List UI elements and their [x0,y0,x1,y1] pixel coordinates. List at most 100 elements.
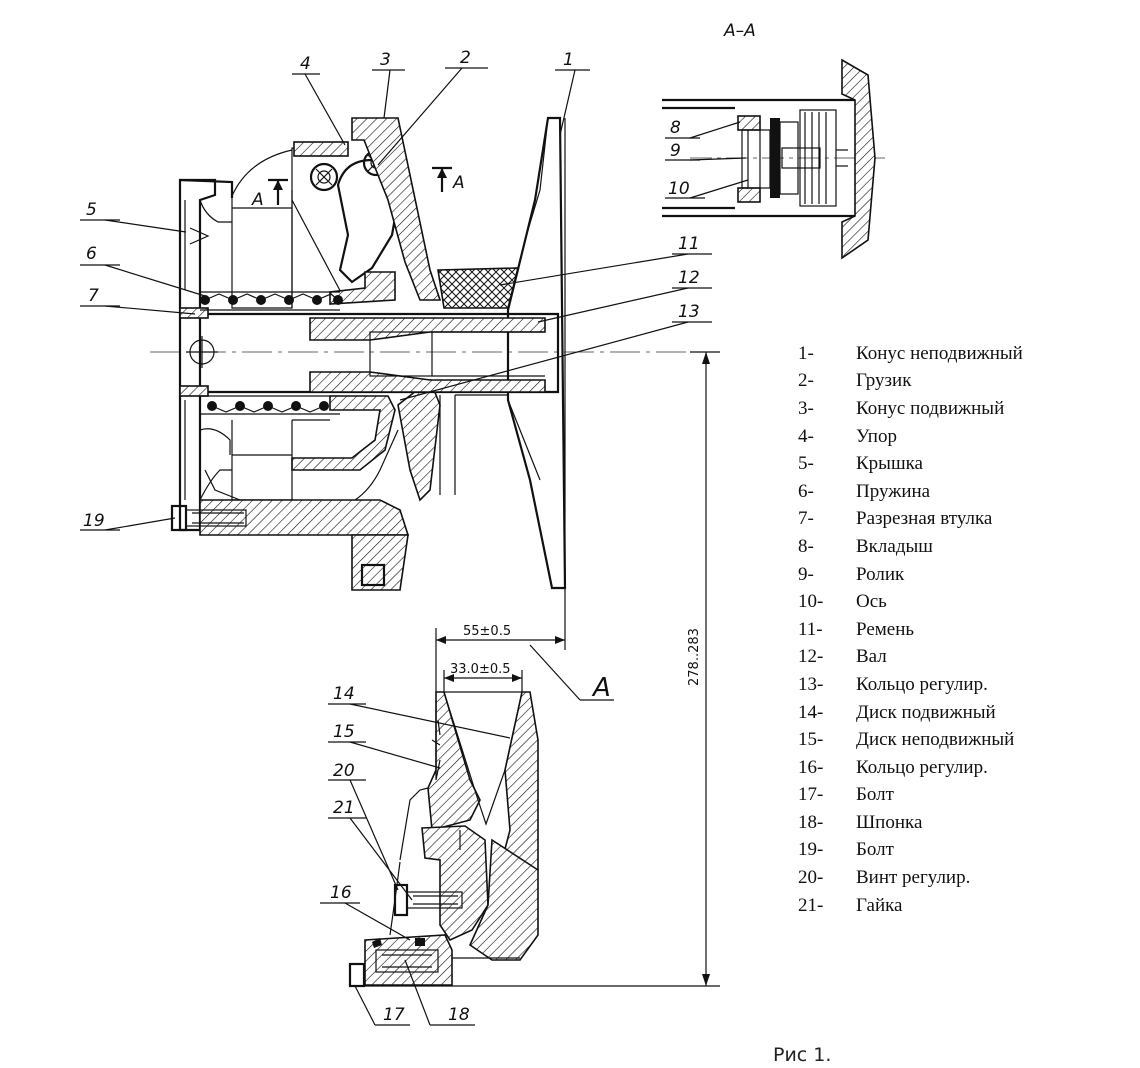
legend-item: 15- Диск неподвижный [798,726,1098,754]
legend-num: 8- [798,535,814,557]
legend-item: 12- Вал [798,644,1098,672]
dim-width-inner: 33.0±0.5 [450,662,511,677]
legend-num: 14- [798,701,824,723]
callout-3: 3 [380,50,391,70]
dim-width-outer: 55±0.5 [463,624,511,639]
spring-upper [200,291,343,311]
legend-text: Пружина [856,480,931,502]
legend-text: Конус подвижный [856,397,1005,419]
legend-item: 13- Кольцо регулир. [798,671,1098,699]
legend-item: 18- Шпонка [798,809,1098,837]
drive-pulley: A A [150,116,720,650]
legend-num: 21- [798,894,824,916]
legend-item: 9- Ролик [798,561,1098,589]
legend-num: 11- [798,618,823,640]
legend-text: Упор [856,425,897,447]
callout-4: 4 [300,54,311,74]
section-title: A–A [723,21,756,41]
legend-item: 11- Ремень [798,616,1098,644]
callout-17: 17 [383,1005,405,1025]
callout-6: 6 [86,244,97,264]
callout-leaders: 1 2 3 4 5 6 7 8 9 10 [80,48,749,1026]
callout-12: 12 [678,268,700,288]
legend-num: 20- [798,867,824,889]
callout-9: 9 [670,141,681,161]
legend-text: Кольцо регулир. [856,673,988,695]
legend-num: 5- [798,453,814,475]
section-mark-right: A [452,173,465,193]
legend-text: Крышка [856,453,923,475]
figure-caption: Рис 1. [773,1044,831,1066]
legend-text: Разрезная втулка [856,508,993,530]
legend-item: 1- Конус неподвижный [798,340,1098,368]
legend-item: 8- Вкладыш [798,533,1098,561]
dimension-lines: 55±0.5 33.0±0.5 278..283 A [435,351,720,986]
legend-num: 12- [798,646,824,668]
callout-10: 10 [668,179,690,199]
legend-item: 3- Конус подвижный [798,395,1098,423]
legend-text: Ролик [856,563,905,585]
legend-text: Шпонка [856,811,923,833]
legend-item: 7- Разрезная втулка [798,506,1098,534]
legend-num: 16- [798,756,824,778]
legend-text: Конус неподвижный [856,342,1023,364]
legend-text: Диск подвижный [856,701,996,723]
legend-num: 17- [798,784,824,806]
legend-num: 18- [798,811,824,833]
callout-21: 21 [333,798,355,818]
legend-num: 13- [798,673,824,695]
driven-pulley [348,691,720,988]
callout-11: 11 [678,234,700,254]
legend-num: 2- [798,370,814,392]
legend-text: Болт [856,784,894,806]
legend-num: 7- [798,508,814,530]
legend-text: Гайка [856,894,903,916]
legend-item: 6- Пружина [798,478,1098,506]
callout-1: 1 [563,50,574,70]
legend-text: Грузик [856,370,912,392]
legend-item: 4- Упор [798,423,1098,451]
legend-text: Кольцо регулир. [856,756,988,778]
callout-8: 8 [670,118,681,138]
legend-item: 20- Винт регулир. [798,864,1098,892]
legend-num: 19- [798,839,824,861]
callout-7: 7 [88,286,99,306]
legend-num: 6- [798,480,814,502]
parts-legend: 1- Конус неподвижный 2- Грузик 3- Конус под… [798,340,1098,919]
legend-text: Ось [856,591,887,613]
legend-item: 17- Болт [798,782,1098,810]
section-mark-left: A [251,190,264,210]
section-a-a-view: A–A [662,21,885,260]
legend-text: Ремень [856,618,915,640]
callout-18: 18 [448,1005,470,1025]
callout-13: 13 [678,302,700,322]
legend-text: Вкладыш [856,535,933,557]
callout-19: 19 [83,511,105,531]
callout-20: 20 [333,761,355,781]
legend-item: 16- Кольцо регулир. [798,754,1098,782]
callout-14: 14 [333,684,355,704]
legend-item: 10- Ось [798,588,1098,616]
legend-text: Вал [856,646,887,668]
legend-item: 21- Гайка [798,892,1098,920]
legend-num: 1- [798,342,814,364]
spring-lower [200,395,340,415]
callout-2: 2 [460,48,471,68]
legend-num: 10- [798,591,824,613]
legend-num: 3- [798,397,814,419]
legend-text: Винт регулир. [856,867,971,889]
callout-15: 15 [333,722,355,742]
legend-num: 15- [798,729,824,751]
legend-item: 19-Болт [798,837,1098,865]
legend-text: Диск неподвижный [856,729,1015,751]
callout-16: 16 [330,883,352,903]
legend-num: 9- [798,563,814,585]
view-mark-a: A [591,673,611,703]
legend-item: 2- Грузик [798,368,1098,396]
legend-num: 4- [798,425,814,447]
dim-height: 278..283 [687,628,702,686]
legend-item: 14- Диск подвижный [798,699,1098,727]
callout-5: 5 [86,200,97,220]
legend-item: 5- Крышка [798,450,1098,478]
